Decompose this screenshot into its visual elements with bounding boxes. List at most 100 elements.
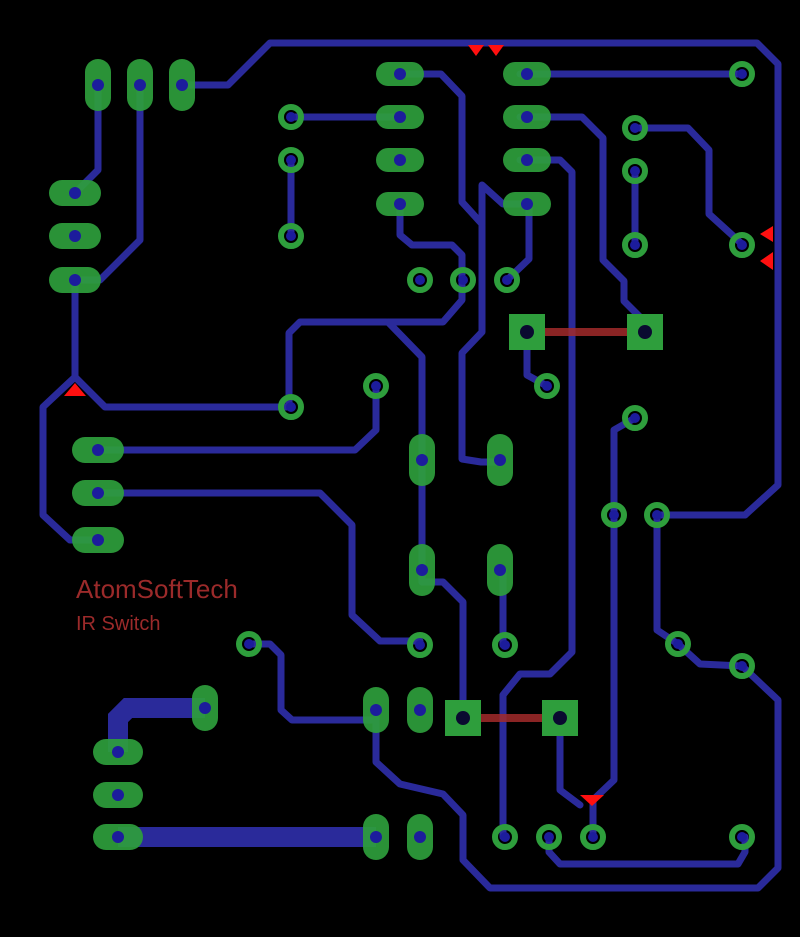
pad-41 [622,232,648,258]
hole-31 [286,155,296,165]
pad-50 [407,632,433,658]
hole-6 [394,154,406,166]
hole-55 [737,832,747,842]
hole-53 [544,832,554,842]
hole-33 [286,402,296,412]
hole-58 [456,711,470,725]
pad-43 [729,232,755,258]
hole-9 [521,111,533,123]
pad-38 [534,373,560,399]
hole-16 [92,487,104,499]
trace-1 [178,39,782,256]
hole-47 [673,639,683,649]
pad-35 [407,267,433,293]
pad-44 [622,405,648,431]
hole-14 [69,274,81,286]
trace-22 [589,414,639,841]
hole-56 [520,325,534,339]
hole-19 [416,564,428,576]
hole-11 [521,198,533,210]
pad-42 [729,61,755,87]
pad-32 [278,223,304,249]
trace-23 [741,248,782,519]
hole-22 [199,702,211,714]
hole-57 [638,325,652,339]
marker-arrow-3 [64,383,86,396]
trace-17 [384,318,426,586]
hole-20 [494,454,506,466]
pad-48 [729,653,755,679]
hole-39 [630,123,640,133]
trace-10 [631,124,746,248]
marker-arrows [64,45,773,806]
trace-2 [396,70,504,466]
trace-20 [94,489,424,645]
pad-31 [278,147,304,173]
pad-51 [492,632,518,658]
pad-33 [278,394,304,420]
hole-5 [394,111,406,123]
hole-28 [112,789,124,801]
pad-40 [622,158,648,184]
hole-32 [286,231,296,241]
hole-35 [415,275,425,285]
marker-arrow-2 [488,45,504,56]
trace-28 [556,714,584,809]
hole-26 [414,831,426,843]
pad-34 [363,373,389,399]
pad-55 [729,824,755,850]
hole-15 [92,444,104,456]
hole-3 [176,79,188,91]
pad-39 [622,115,648,141]
marker-arrow-1 [468,45,484,56]
pad-54 [580,824,606,850]
hole-18 [416,454,428,466]
hole-46 [652,510,662,520]
hole-29 [112,831,124,843]
hole-42 [737,69,747,79]
hole-25 [370,831,382,843]
board-subtitle: IR Switch [76,613,161,635]
hole-10 [521,154,533,166]
marker-arrow-5 [760,252,773,270]
hole-37 [502,275,512,285]
hole-1 [92,79,104,91]
marker-arrow-6 [580,795,604,806]
hole-45 [609,510,619,520]
pad-53 [536,824,562,850]
hole-23 [370,704,382,716]
hole-34 [371,381,381,391]
hole-50 [415,640,425,650]
hole-2 [134,79,146,91]
pad-49 [236,631,262,657]
hole-38 [542,381,552,391]
hole-36 [458,275,468,285]
hole-27 [112,746,124,758]
board-title: AtomSoftTech [76,574,238,604]
hole-4 [394,68,406,80]
pad-37 [494,267,520,293]
hole-13 [69,230,81,242]
trace-19 [94,382,380,454]
pad-30 [278,104,304,130]
trace-13 [71,276,294,411]
hole-54 [588,832,598,842]
power-trace-1 [108,698,205,752]
hole-49 [244,639,254,649]
hole-40 [630,166,640,176]
hole-44 [630,413,640,423]
pad-52 [492,824,518,850]
hole-30 [286,112,296,122]
hole-24 [414,704,426,716]
hole-21 [494,564,506,576]
pad-45 [601,502,627,528]
hole-17 [92,534,104,546]
hole-43 [737,240,747,250]
marker-arrow-4 [760,226,773,242]
hole-52 [500,832,510,842]
hole-59 [553,711,567,725]
trace-26 [245,640,380,724]
hole-41 [630,240,640,250]
